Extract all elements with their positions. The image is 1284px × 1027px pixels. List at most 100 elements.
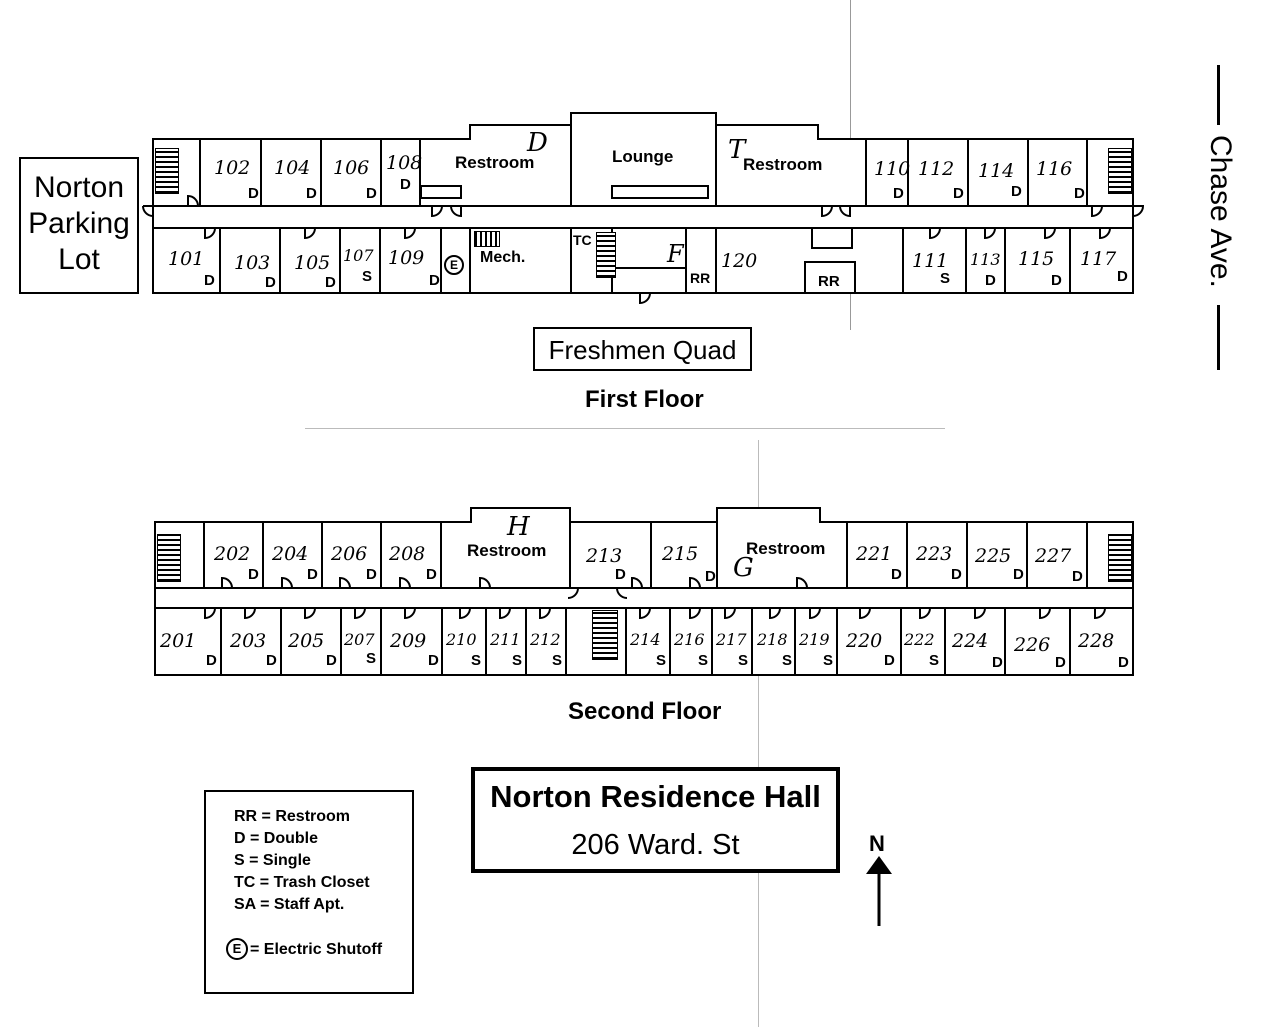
handwritten-d-1f: D <box>527 128 548 158</box>
stairs-west-1f <box>155 148 179 194</box>
room-116-type: D <box>1074 185 1085 202</box>
legend-item-rr: RR = Restroom <box>234 808 351 825</box>
room-114-number: 114 <box>978 160 1015 182</box>
room-227-number: 227 <box>1035 545 1072 567</box>
room-206-number: 206 <box>331 543 368 565</box>
handwritten-f-1f: F <box>667 240 684 268</box>
room-104-number: 104 <box>274 157 311 179</box>
room-110-number: 110 <box>874 158 911 180</box>
room-112-number: 112 <box>918 158 955 180</box>
restroom-right-2f: Restroom <box>746 539 826 558</box>
legend-electric-letter: E <box>232 941 242 956</box>
room-202-type: D <box>248 566 259 583</box>
room-105-type: D <box>325 274 336 291</box>
room-217-number: 217 <box>716 630 747 649</box>
building-name: Norton Residence Hall <box>490 779 821 814</box>
wing-label: Freshmen Quad <box>548 335 737 365</box>
room-223-number: 223 <box>916 543 953 565</box>
room-101-type: D <box>204 272 215 289</box>
restroom-rr2-label: RR <box>818 273 840 290</box>
room-106-number: 106 <box>333 157 370 179</box>
legend-item-e: = Electric Shutoff <box>250 941 383 958</box>
building-address: 206 Ward. St <box>571 829 740 861</box>
room-108-number: 108 <box>386 152 423 174</box>
room-221-type: D <box>891 566 902 583</box>
legend-item-d: D = Double <box>234 830 319 847</box>
room-228-number: 228 <box>1078 630 1115 652</box>
electric-shutoff-letter: E <box>449 258 458 272</box>
room-210-type: S <box>471 652 482 669</box>
legend-box: RR = Restroom D = Double S = Single TC =… <box>204 790 414 994</box>
room-223-type: D <box>951 566 962 583</box>
room-209-number: 209 <box>390 630 427 652</box>
room-214-number: 214 <box>630 630 661 649</box>
first-floor-title: First Floor <box>585 386 704 413</box>
room-102-number: 102 <box>214 157 251 179</box>
room-120-number: 120 <box>721 250 758 272</box>
handwritten-g-2f: G <box>733 553 754 583</box>
parking-lot-label-box: Norton Parking Lot <box>19 157 139 294</box>
room-108-type: D <box>400 176 411 193</box>
room-215-type: D <box>705 568 716 585</box>
room-201-type: D <box>206 652 217 669</box>
mech-room-label: Mech. <box>480 249 526 266</box>
room-209-type: D <box>428 652 439 669</box>
room-225-number: 225 <box>975 545 1012 567</box>
room-212-number: 212 <box>530 630 561 649</box>
legend-item-sa: SA = Staff Apt. <box>234 896 345 913</box>
restroom-rr1-label: RR <box>690 270 711 286</box>
restroom-right-1f: Restroom <box>743 155 823 174</box>
stairs-center-1f <box>596 232 616 278</box>
room-111-number: 111 <box>912 250 949 272</box>
room-213-number: 213 <box>586 545 623 567</box>
room-106-type: D <box>366 185 377 202</box>
street-line-bottom <box>1217 305 1220 370</box>
room-107-number: 107 <box>343 246 374 265</box>
room-105-number: 105 <box>294 252 331 274</box>
room-109-type: D <box>429 272 440 289</box>
room-222-number: 222 <box>904 630 935 649</box>
room-202-number: 202 <box>214 543 251 565</box>
restroom-left-2f: Restroom <box>467 541 547 560</box>
room-206-type: D <box>366 566 377 583</box>
room-214-type: S <box>656 652 667 669</box>
room-211-type: S <box>512 652 523 669</box>
room-115-number: 115 <box>1018 248 1055 270</box>
room-217-type: S <box>738 652 749 669</box>
room-224-number: 224 <box>952 630 989 652</box>
room-219-type: S <box>823 652 834 669</box>
room-109-number: 109 <box>388 247 425 269</box>
room-203-number: 203 <box>230 630 267 652</box>
room-204-number: 204 <box>272 543 309 565</box>
room-219-number: 219 <box>799 630 830 649</box>
legend-item-s: S = Single <box>234 852 311 869</box>
room-205-type: D <box>326 652 337 669</box>
room-221-number: 221 <box>856 543 893 565</box>
room-117-type: D <box>1117 268 1128 285</box>
parking-lot-line2: Parking <box>28 207 130 240</box>
room-220-number: 220 <box>846 630 883 652</box>
room-226-number: 226 <box>1014 634 1051 656</box>
room-113-type: D <box>985 272 996 289</box>
room-103-number: 103 <box>234 252 271 274</box>
room-215-number: 215 <box>662 543 699 565</box>
room-110-type: D <box>893 185 904 202</box>
room-113-number: 113 <box>970 250 1001 269</box>
scan-line-horizontal <box>305 428 945 429</box>
room-220-type: D <box>884 652 895 669</box>
room-117-number: 117 <box>1080 248 1117 270</box>
parking-lot-line3: Lot <box>58 243 100 276</box>
room-207-number: 207 <box>344 630 375 649</box>
room-115-type: D <box>1051 272 1062 289</box>
room-102-type: D <box>248 185 259 202</box>
trash-closet-label: TC <box>573 232 592 248</box>
room-218-type: S <box>782 652 793 669</box>
room-201-number: 201 <box>160 630 197 652</box>
room-227-type: D <box>1072 568 1083 585</box>
room-208-type: D <box>426 566 437 583</box>
room-225-type: D <box>1013 566 1024 583</box>
lounge-label: Lounge <box>612 147 674 166</box>
room-207-type: S <box>366 650 377 667</box>
room-222-type: S <box>929 652 940 669</box>
